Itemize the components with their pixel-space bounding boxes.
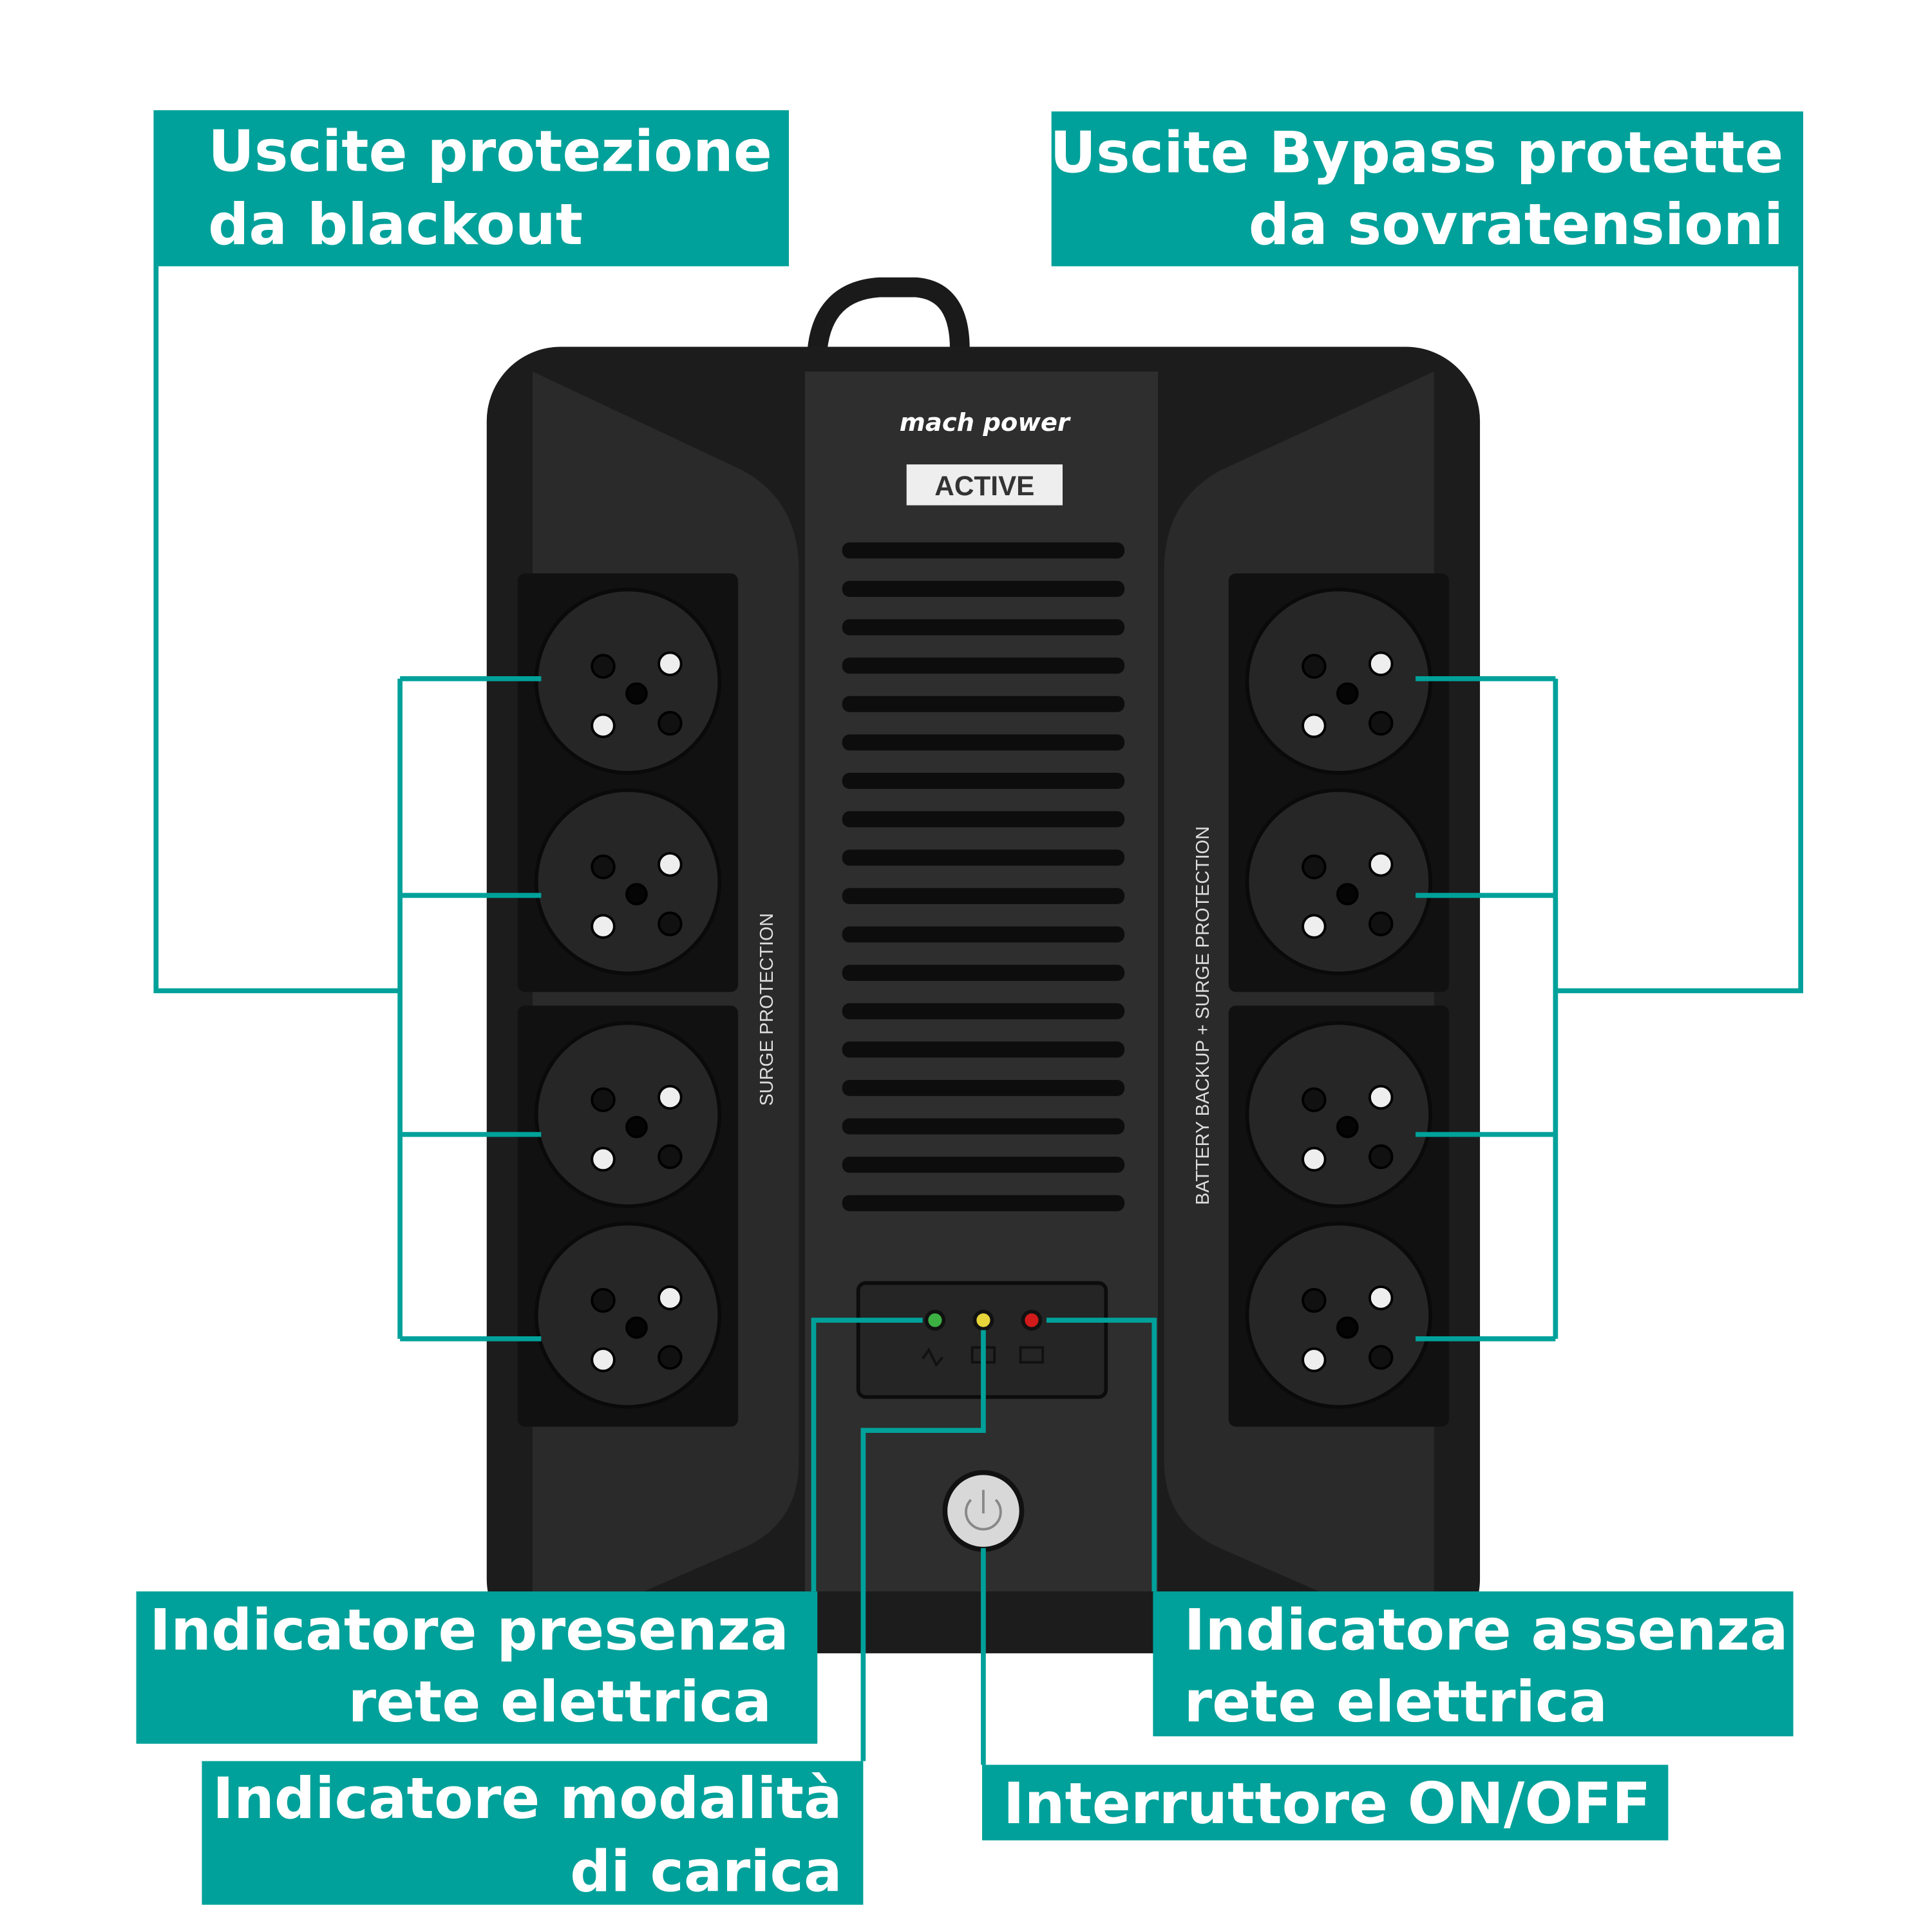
svg-text:di carica: di carica: [570, 1839, 842, 1905]
vent-slot: [842, 965, 1125, 981]
callout-lines: [153, 266, 1803, 1765]
schuko-socket: [1245, 1021, 1433, 1208]
svg-text:Indicatore assenza: Indicatore assenza: [1184, 1597, 1788, 1663]
vent-slot: [842, 1003, 1125, 1019]
schuko-socket: [534, 788, 722, 976]
svg-text:Indicatore presenza: Indicatore presenza: [149, 1597, 789, 1663]
power-button[interactable]: [942, 1470, 1025, 1552]
battery-backup-label: BATTERY BACKUP + SURGE PROTECTION: [1193, 826, 1213, 1205]
vent-slot: [842, 580, 1125, 597]
brand-logo: mach power: [900, 408, 1071, 437]
callout-bypass-outlets: Uscite Bypass protette da sovratensioni: [1050, 111, 1803, 267]
svg-text:da sovratensioni: da sovratensioni: [1249, 191, 1783, 258]
vent-slot: [842, 1079, 1125, 1096]
vent-slot: [842, 696, 1125, 712]
vent-slot: [842, 811, 1125, 828]
power-icon: [965, 1499, 1002, 1531]
svg-text:Interruttore ON/OFF: Interruttore ON/OFF: [1003, 1770, 1651, 1837]
power-cable: [807, 277, 970, 351]
battery-inverter-icon: [1019, 1346, 1045, 1364]
vent-slot: [842, 542, 1125, 559]
vent-slot: [842, 1041, 1125, 1058]
callout-charge-mode: Indicatore modalità di carica: [202, 1761, 864, 1905]
svg-text:da blackout: da blackout: [208, 191, 583, 258]
vent-slot: [842, 658, 1125, 674]
vent-slot: [842, 773, 1125, 789]
vent-slot: [842, 1118, 1125, 1135]
sine-wave-icon: [922, 1347, 943, 1367]
callout-mains-absent: Indicatore assenza rete elettrica: [1153, 1591, 1794, 1737]
vent-grille: [842, 542, 1125, 1211]
vent-slot: [842, 1157, 1125, 1173]
svg-text:rete elettrica: rete elettrica: [348, 1669, 772, 1735]
callout-mains-present: Indicatore presenza rete elettrica: [136, 1591, 818, 1744]
vent-slot: [842, 887, 1125, 904]
vent-slot: [842, 619, 1125, 636]
svg-text:Indicatore modalità: Indicatore modalità: [213, 1765, 842, 1832]
active-badge: ACTIVE: [934, 471, 1034, 501]
vent-slot: [842, 926, 1125, 943]
schuko-socket: [534, 587, 722, 775]
surge-protection-label: SURGE PROTECTION: [757, 913, 777, 1106]
vent-slot: [842, 849, 1125, 866]
callout-power-switch: Interruttore ON/OFF: [982, 1765, 1669, 1841]
schuko-socket: [534, 1222, 722, 1409]
callout-blackout-outlets: Uscite protezione da blackout: [153, 110, 789, 267]
vent-slot: [842, 1195, 1125, 1211]
svg-text:rete elettrica: rete elettrica: [1184, 1669, 1607, 1735]
schuko-socket: [534, 1021, 722, 1208]
svg-text:Uscite protezione: Uscite protezione: [208, 118, 772, 184]
svg-text:Uscite Bypass protette: Uscite Bypass protette: [1050, 119, 1783, 185]
led-mains-present: [924, 1309, 946, 1331]
led-charge-mode: [972, 1309, 994, 1331]
schuko-socket: [1245, 587, 1433, 775]
active-badge-bg: [906, 464, 1063, 506]
schuko-socket: [1245, 788, 1433, 976]
vent-slot: [842, 734, 1125, 751]
led-mains-absent: [1021, 1309, 1043, 1331]
schuko-socket: [1245, 1222, 1433, 1409]
